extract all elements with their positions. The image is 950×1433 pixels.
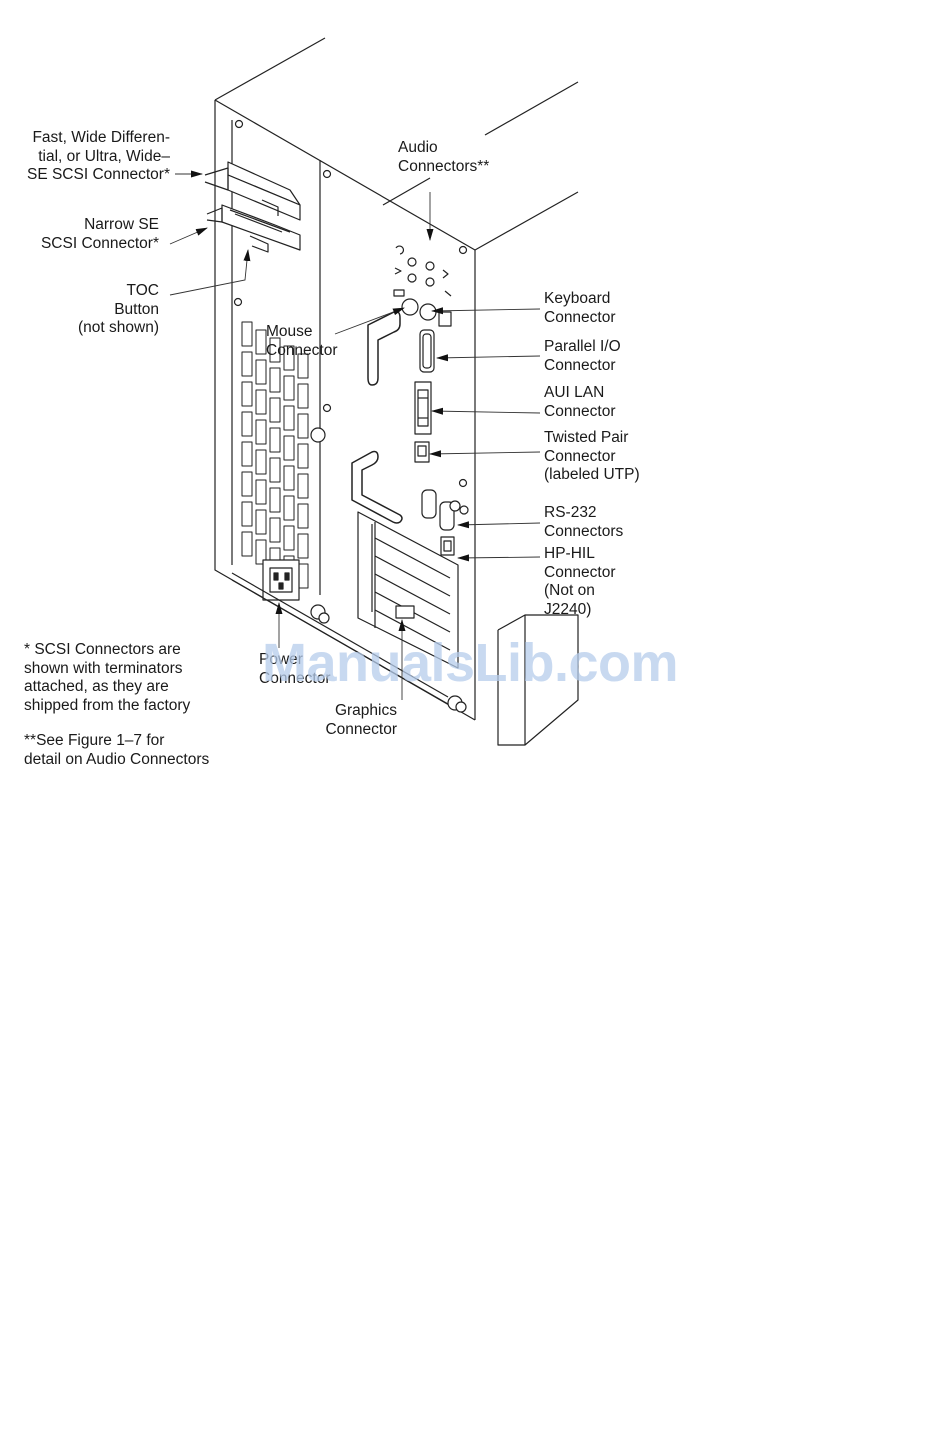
label-toc-button: TOC Button (not shown) — [78, 282, 159, 336]
leader-utp — [429, 450, 541, 458]
leader-lines — [169, 170, 541, 700]
bottom-rail — [231, 572, 449, 705]
mini-din-ports — [393, 289, 452, 327]
label-mouse-connector: Mouse Connector — [266, 323, 338, 359]
label-scsi-narrow: Narrow SE SCSI Connector* — [40, 216, 159, 252]
rs232-ports-drawing — [421, 489, 469, 531]
label-power-connector: Power Connector — [259, 651, 331, 687]
label-scsi-fast-wide: Fast, Wide Differen- tial, or Ultra, Wid… — [26, 129, 170, 183]
parallel-port-drawing — [419, 329, 435, 373]
panel-screws — [233, 119, 468, 488]
label-graphics-connector: Graphics Connector — [325, 702, 397, 738]
leader-toc — [169, 249, 251, 296]
label-twisted-pair-connector: Twisted Pair Connector (labeled UTP) — [544, 429, 640, 483]
expansion-slots — [357, 511, 459, 669]
leader-parallel — [436, 354, 541, 362]
leader-mouse — [334, 307, 405, 335]
thumbscrews — [310, 427, 467, 713]
label-hphil-connector: HP-HIL Connector (Not on J2240) — [544, 545, 616, 618]
vent-grille — [241, 321, 309, 589]
leader-scsi-narrow — [169, 227, 208, 245]
power-inlet-drawing — [262, 559, 300, 601]
label-keyboard-connector: Keyboard Connector — [544, 290, 616, 326]
note-scsi-terminators: * SCSI Connectors are shown with termina… — [24, 641, 191, 714]
note-audio-figure-reference: **See Figure 1–7 for detail on Audio Con… — [24, 732, 210, 768]
leader-keyboard — [431, 307, 541, 315]
label-parallel-connector: Parallel I/O Connector — [544, 338, 621, 374]
leader-aui — [431, 407, 541, 415]
label-rs232-connectors: RS-232 Connectors — [544, 504, 624, 540]
aui-port-drawing — [414, 381, 432, 435]
label-aui-lan-connector: AUI LAN Connector — [544, 384, 616, 420]
label-audio-connectors: Audio Connectors** — [398, 139, 490, 175]
hphil-port-drawing — [440, 536, 455, 556]
utp-port-drawing — [414, 441, 430, 463]
leader-rs232 — [457, 521, 541, 529]
watermark-text: ManualsLib.com — [262, 633, 679, 693]
leader-hphil — [457, 554, 541, 562]
handles — [351, 310, 403, 524]
scsi-terminators — [204, 161, 301, 253]
audio-jacks — [394, 245, 452, 297]
